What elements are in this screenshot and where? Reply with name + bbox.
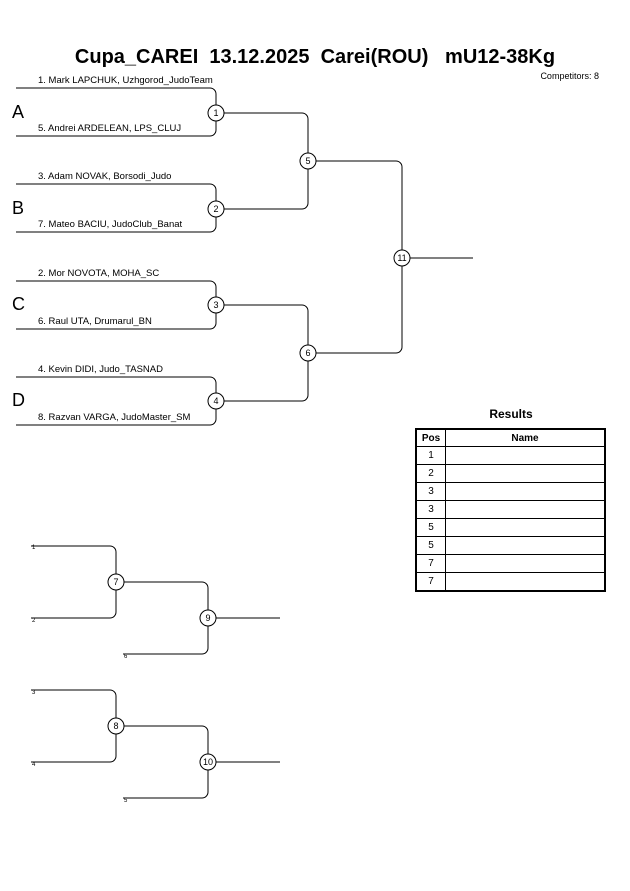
match-circle <box>207 296 225 314</box>
bracket-connector <box>16 280 217 330</box>
results-pos-header: Pos <box>415 428 446 447</box>
match-number: 10 <box>203 757 213 767</box>
results-title: Results <box>489 407 533 421</box>
repechage-slot-label: 5 <box>124 798 128 804</box>
match-circle <box>207 200 225 218</box>
pool-c-label: C <box>12 294 25 314</box>
bracket-connector <box>16 87 217 137</box>
result-name <box>445 500 606 519</box>
result-name <box>445 536 606 555</box>
pool-b-label: B <box>12 198 25 218</box>
match-circle <box>107 573 125 591</box>
result-pos: 1 <box>415 446 446 465</box>
match-circle <box>207 392 225 410</box>
bracket-connector <box>216 112 309 210</box>
table-row: 2 <box>415 464 606 483</box>
repechage-slot-label: 6 <box>124 654 128 660</box>
competitor-slot-2: 5. Andrei ARDELEAN, LPS_CLUJ <box>38 123 182 134</box>
match-number: 1 <box>213 108 218 118</box>
match-number: 8 <box>113 721 118 731</box>
results-table: Pos Name 1 2 3 3 5 5 7 7 <box>415 428 606 592</box>
result-pos: 7 <box>415 572 446 592</box>
competitor-slot-1: 1. Mark LAPCHUK, Uzhgorod_JudoTeam <box>38 75 213 86</box>
result-name <box>445 572 606 592</box>
repechage-slot-label: 1 <box>32 545 36 551</box>
table-row: 3 <box>415 500 606 519</box>
repechage-slot-label: 3 <box>32 690 36 696</box>
match-circle <box>199 609 217 627</box>
match-circle <box>393 249 411 267</box>
match-number: 2 <box>213 204 218 214</box>
competitors-count: Competitors: 8 <box>540 71 599 81</box>
match-number: 5 <box>305 156 310 166</box>
table-row: 5 <box>415 536 606 555</box>
match-circle <box>107 717 125 735</box>
match-number: 3 <box>213 300 218 310</box>
match-circle <box>199 753 217 771</box>
competitor-slot-5: 2. Mor NOVOTA, MOHA_SC <box>38 268 160 279</box>
bracket-connector <box>116 725 209 799</box>
match-number: 6 <box>305 348 310 358</box>
bracket-connector <box>16 183 217 233</box>
match-circle <box>207 104 225 122</box>
result-name <box>445 518 606 537</box>
result-pos: 5 <box>415 518 446 537</box>
bracket-connector <box>216 304 309 402</box>
competitor-slot-7: 4. Kevin DIDI, Judo_TASNAD <box>38 364 163 375</box>
match-number: 11 <box>397 253 406 263</box>
match-circle <box>299 344 317 362</box>
table-row: 3 <box>415 482 606 501</box>
result-pos: 3 <box>415 482 446 501</box>
result-pos: 5 <box>415 536 446 555</box>
table-row: 7 <box>415 554 606 573</box>
repechage-slot-label: 4 <box>32 762 36 768</box>
match-circle <box>299 152 317 170</box>
match-number: 4 <box>213 396 218 406</box>
competitor-slot-6: 6. Raul UTA, Drumarul_BN <box>38 316 152 327</box>
repechage-slot-label: 2 <box>32 618 36 624</box>
table-row: 1 <box>415 446 606 465</box>
result-name <box>445 464 606 483</box>
table-row: 5 <box>415 518 606 537</box>
results-name-header: Name <box>445 428 606 447</box>
competitor-slot-3: 3. Adam NOVAK, Borsodi_Judo <box>38 171 172 182</box>
result-name <box>445 446 606 465</box>
result-name <box>445 482 606 501</box>
pool-d-label: D <box>12 390 25 410</box>
match-number: 7 <box>113 577 118 587</box>
bracket-connector <box>308 160 403 354</box>
pool-a-label: A <box>12 102 25 122</box>
result-pos: 3 <box>415 500 446 519</box>
page-title: Cupa_CAREI 13.12.2025 Carei(ROU) mU12-38… <box>74 46 556 68</box>
competitor-slot-8: 8. Razvan VARGA, JudoMaster_SM <box>38 412 191 423</box>
match-number: 9 <box>205 613 210 623</box>
table-row: 7 <box>415 572 606 592</box>
result-name <box>445 554 606 573</box>
result-pos: 7 <box>415 554 446 573</box>
bracket-connector <box>116 581 209 655</box>
bracket-connector <box>31 689 117 763</box>
bracket-connector <box>16 376 217 426</box>
bracket-connector <box>31 545 117 619</box>
result-pos: 2 <box>415 464 446 483</box>
competitor-slot-4: 7. Mateo BACIU, JudoClub_Banat <box>38 219 183 230</box>
